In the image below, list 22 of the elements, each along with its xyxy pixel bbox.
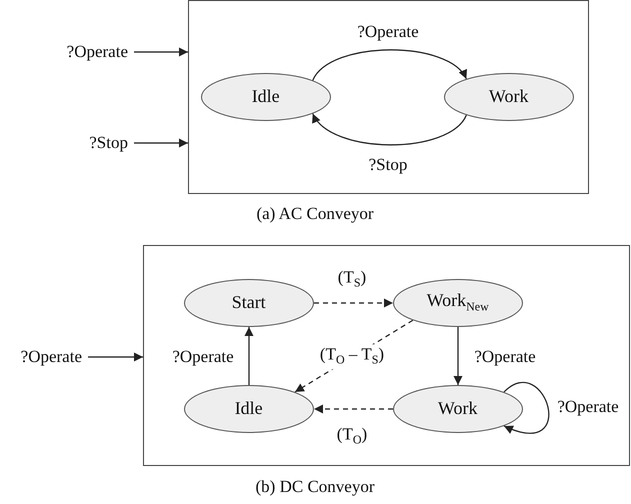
transition-arrow xyxy=(312,49,467,81)
figure-caption: (b) DC Conveyor xyxy=(256,477,374,497)
state-label: Work xyxy=(438,398,478,420)
state-label: Work xyxy=(488,86,528,108)
event-label: ?Operate xyxy=(20,346,82,368)
transition-arrow xyxy=(134,48,188,56)
state-label: Work$_{New}$ xyxy=(426,290,489,315)
state-label: Idle xyxy=(234,398,263,420)
transition-arrow xyxy=(134,138,188,148)
edge-label: (T$_{O}$ – T$_{S}$) xyxy=(318,344,386,370)
transition-arrow xyxy=(454,327,462,385)
transition-arrow xyxy=(88,352,143,362)
state-label: Idle xyxy=(252,86,280,108)
state-label: Start xyxy=(232,292,266,314)
transition-arrow xyxy=(504,382,550,434)
transition-arrow xyxy=(244,327,254,385)
transition-arrow xyxy=(312,113,467,146)
transition-arrow xyxy=(314,298,393,308)
transition-arrow xyxy=(314,404,393,414)
figure-caption: (a) AC Conveyor xyxy=(256,204,374,224)
event-label: ?Stop xyxy=(89,132,128,154)
event-label: ?Operate xyxy=(66,41,128,63)
